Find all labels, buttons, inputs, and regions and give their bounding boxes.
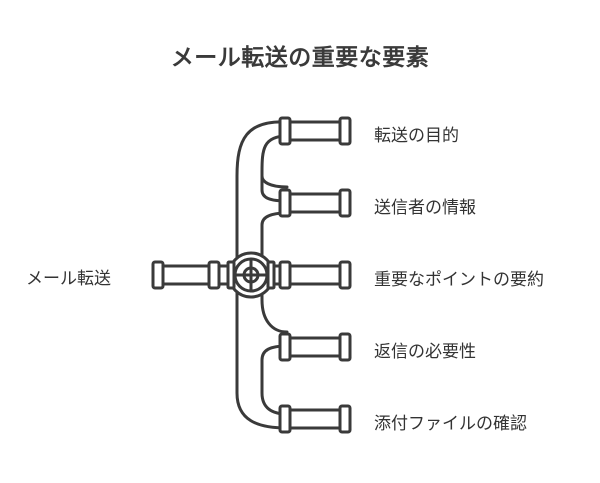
branch-pipe-1 xyxy=(278,116,352,146)
branch-label-attachment-check: 添付ファイルの確認 xyxy=(374,414,527,434)
branch-label-key-points-summary: 重要なポイントの要約 xyxy=(374,270,544,290)
branch-label-reply-need: 返信の必要性 xyxy=(374,342,476,362)
root-pipe xyxy=(151,260,282,290)
root-label: メール転送 xyxy=(26,269,111,289)
branch-pipes xyxy=(278,116,352,434)
branch-pipe-5 xyxy=(278,404,352,434)
branch-label-sender-info: 送信者の情報 xyxy=(374,198,476,218)
valve-icon xyxy=(226,251,276,299)
branch-pipe-3 xyxy=(278,260,352,290)
branch-pipe-4 xyxy=(278,332,352,362)
diagram-title: メール転送の重要な要素 xyxy=(170,45,430,71)
branch-pipe-2 xyxy=(278,188,352,218)
branch-label-purpose: 転送の目的 xyxy=(374,126,459,146)
